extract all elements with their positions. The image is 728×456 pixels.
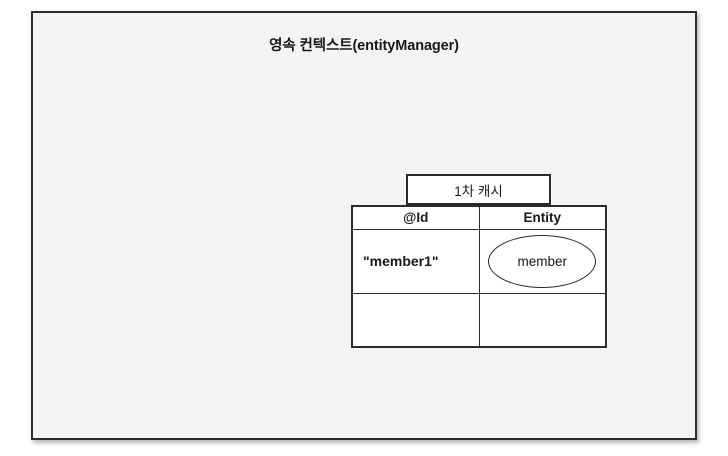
cell-id-empty: [351, 292, 480, 348]
cell-entity-empty: [478, 292, 607, 348]
first-level-cache-tab: 1차 캐시: [406, 174, 551, 205]
cell-id-value: "member1": [363, 253, 439, 269]
cell-entity: member: [478, 228, 607, 294]
first-level-cache-table: @Id Entity "member1" member: [351, 205, 607, 348]
column-header-id: @Id: [351, 205, 480, 230]
entity-ellipse-label: member: [517, 253, 567, 269]
table-row: "member1" member: [351, 228, 607, 294]
persistence-context-title: 영속 컨텍스트(entityManager): [269, 38, 459, 54]
table-row: [351, 292, 607, 348]
persistence-context-frame: 영속 컨텍스트(entityManager) 1차 캐시 @Id Entity …: [31, 11, 697, 440]
entity-ellipse-shape: member: [488, 234, 597, 288]
table-header-row: @Id Entity: [351, 205, 607, 230]
cell-id: "member1": [351, 228, 480, 294]
first-level-cache-tab-label: 1차 캐시: [454, 183, 503, 199]
column-header-entity: Entity: [478, 205, 607, 230]
